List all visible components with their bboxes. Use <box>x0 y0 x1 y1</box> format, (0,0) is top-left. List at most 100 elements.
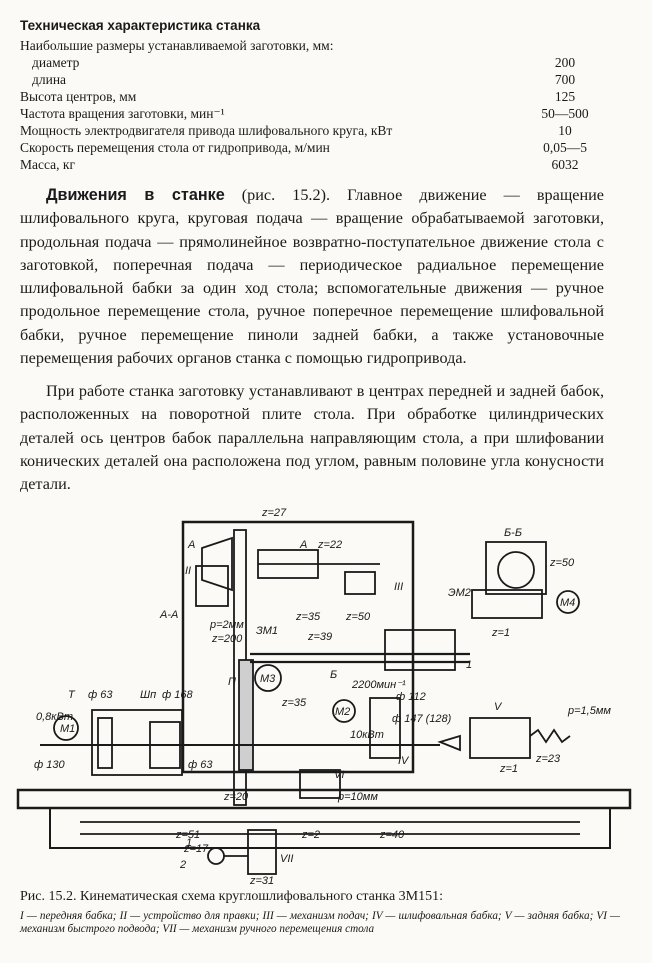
label-m2: М2 <box>335 706 350 718</box>
label-d112: ф 112 <box>396 691 426 703</box>
label-arrow-1: 1 <box>466 659 472 671</box>
label-rpm: 2200мин⁻¹ <box>351 679 406 691</box>
label-m1: М1 <box>60 723 75 735</box>
label-m4: М4 <box>560 597 575 609</box>
label-10kw: 10кВт <box>350 729 384 741</box>
label-iii: III <box>394 581 403 593</box>
paragraph-setup: При работе станка заготовку устанавливаю… <box>20 380 604 496</box>
spec-value: 0,05—5 <box>543 140 587 155</box>
paragraph-movements: Движения в станке (рис. 15.2). Главное д… <box>20 184 604 370</box>
spec-label: Наибольшие размеры устанавливаемой загот… <box>20 38 334 53</box>
spec-value: 125 <box>554 89 576 104</box>
spec-row: Высота центров, мм 125 <box>20 89 610 105</box>
label-08kw: 0,8кВт <box>36 711 73 723</box>
label-m3: М3 <box>260 673 276 685</box>
workhead <box>91 709 183 776</box>
dressing-device <box>201 536 233 592</box>
wheelhead-frame <box>181 520 415 774</box>
label-d63b: ф 63 <box>188 759 213 771</box>
spec-label: Масса, кг <box>20 157 75 172</box>
spec-label: Высота центров, мм <box>20 89 137 104</box>
spec-label: диаметр <box>32 55 80 70</box>
label-z39: z=39 <box>307 631 332 643</box>
spec-value: 6032 <box>551 157 579 172</box>
motor-m2 <box>332 699 356 723</box>
spec-row: Масса, кг 6032 <box>20 157 610 173</box>
label-z17: z=17 <box>183 843 209 855</box>
label-3m1: ЗМ1 <box>256 625 278 637</box>
label-z31: z=31 <box>249 875 274 887</box>
spec-value: 50—500 <box>541 106 589 121</box>
label-handle-1: 1 <box>186 837 192 849</box>
spec-label: Частота вращения заготовки, мин⁻¹ <box>20 106 225 121</box>
label-v: V <box>494 701 503 713</box>
label-z22: z=22 <box>317 539 342 551</box>
label-handle-2: 2 <box>179 859 186 871</box>
spec-row: Частота вращения заготовки, мин⁻¹ 50—500 <box>20 106 610 122</box>
label-iv: IV <box>398 755 410 767</box>
feed-mechanism <box>384 629 456 671</box>
figure-legend: I — передняя бабка; II — устройство для … <box>20 910 620 935</box>
label-z50a: z=50 <box>345 611 371 623</box>
spec-value: 10 <box>558 123 572 138</box>
spec-row: Мощность электродвигателя привода шлифов… <box>20 123 610 139</box>
label-vii: VII <box>280 853 293 865</box>
section-bb <box>485 541 547 595</box>
label-b: Б <box>330 669 337 681</box>
label-em2: ЭМ2 <box>448 587 471 599</box>
paragraph-text: При работе станка заготовку устанавливаю… <box>20 382 604 494</box>
label-z200: z=200 <box>211 633 243 645</box>
handwheel-gearbox <box>247 829 277 875</box>
gear-small <box>344 571 376 595</box>
label-z51: z=51 <box>175 829 200 841</box>
machine-bed <box>49 807 611 849</box>
wheelhead-pulley <box>369 697 401 759</box>
label-shp: Шп <box>140 689 156 701</box>
spec-label: длина <box>32 72 67 87</box>
label-d147: ф 147 (128) <box>392 713 452 725</box>
spec-title: Техническая характеристика станка <box>20 18 261 33</box>
label-d168: ф 168 <box>162 689 193 701</box>
spec-label: Мощность электродвигателя привода шлифов… <box>20 123 393 138</box>
paragraph-text: (рис. 15.2). Главное движение — вращение… <box>20 186 604 368</box>
tailstock-spring <box>529 728 571 744</box>
label-a-right: A <box>299 539 307 551</box>
spec-row: диаметр 200 <box>20 55 610 71</box>
spec-row: Наибольшие размеры устанавливаемой загот… <box>20 38 610 54</box>
tailstock-center <box>437 734 461 752</box>
kinematic-diagram: z=27 A A z=22 II А-А p=2мм z=200 z=35 z=… <box>16 507 632 887</box>
label-z1b: z=1 <box>499 763 518 775</box>
paragraph-lead: Движения в станке <box>46 186 225 204</box>
label-z35b: z=35 <box>281 697 307 709</box>
grinding-wheel <box>238 659 254 771</box>
spec-value: 200 <box>554 55 576 70</box>
spec-label: Скорость перемещения стола от гидроприво… <box>20 140 330 155</box>
label-z23: z=23 <box>535 753 561 765</box>
label-z20: z=20 <box>223 791 249 803</box>
rapid-approach <box>299 769 341 799</box>
motor-m1 <box>53 715 79 741</box>
spec-row: длина 700 <box>20 72 610 88</box>
label-ii: II <box>185 565 191 577</box>
label-d63a: ф 63 <box>88 689 113 701</box>
machine-table <box>16 788 632 810</box>
label-z27: z=27 <box>261 507 287 519</box>
label-z1a: z=1 <box>491 627 510 639</box>
label-aa: А-А <box>159 609 178 621</box>
figure-caption: Рис. 15.2. Кинематическая схема круглошл… <box>20 889 444 904</box>
label-p: П <box>228 676 236 688</box>
spec-row: Скорость перемещения стола от гидроприво… <box>20 140 610 156</box>
label-t: Т <box>68 689 76 701</box>
label-z2: z=2 <box>301 829 320 841</box>
label-z50b: z=50 <box>549 557 575 569</box>
label-bb: Б-Б <box>504 527 522 539</box>
label-p15: p=1,5мм <box>567 705 611 717</box>
handwheel <box>207 847 225 865</box>
spec-value: 700 <box>554 72 576 87</box>
label-p10: p=10мм <box>337 791 378 803</box>
label-z35a: z=35 <box>295 611 321 623</box>
dresser-block <box>195 565 229 607</box>
label-a-left: A <box>187 539 195 551</box>
motor-m4 <box>556 590 580 614</box>
label-d130: ф 130 <box>34 759 65 771</box>
